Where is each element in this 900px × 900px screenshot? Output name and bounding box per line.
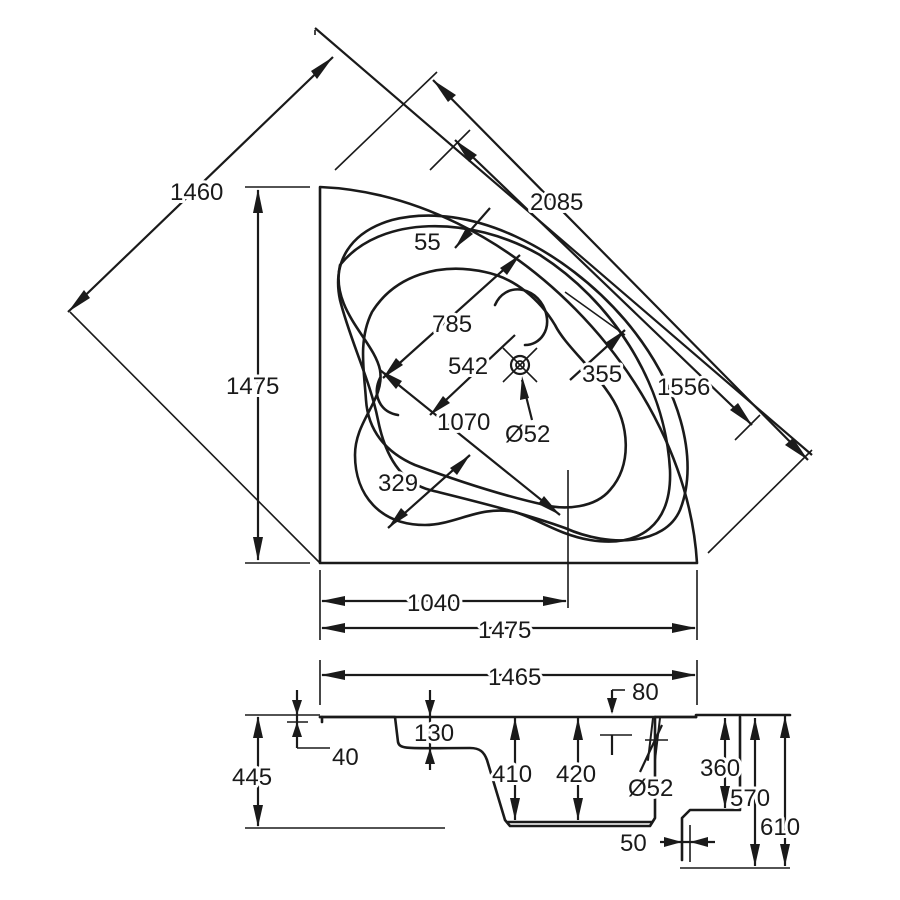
- label-1556: 1556: [657, 374, 710, 401]
- label-1465: 1465: [488, 664, 541, 691]
- label-drain-diameter: Ø52: [505, 421, 550, 448]
- dimension-570: [750, 718, 760, 866]
- dimension-80: [600, 689, 632, 755]
- drain-symbol: [502, 347, 538, 383]
- dimension-355: [564, 291, 626, 381]
- dimension-50: [660, 825, 715, 862]
- label-130: 130: [414, 720, 454, 747]
- rim-contour: [336, 214, 689, 542]
- basin-outline: [337, 224, 672, 543]
- tub-outline: [318, 185, 699, 565]
- dimension-410: [510, 718, 520, 820]
- label-1460: 1460: [170, 179, 223, 206]
- label-610: 610: [760, 814, 800, 841]
- label-1040: 1040: [407, 590, 460, 617]
- dimension-610: [780, 716, 790, 866]
- dimension-drain-leader: [520, 376, 534, 421]
- section-view: 1465 80 40 130 445 410 420 360 Ø52 570 6…: [229, 660, 803, 869]
- label-1475-vertical: 1475: [226, 373, 279, 400]
- dimension-55: [454, 207, 491, 249]
- armrest-left: [375, 376, 400, 417]
- dimension-130: [425, 690, 435, 770]
- dimension-overflow-leader: [639, 724, 663, 773]
- dimension-1475-horizontal: [321, 570, 698, 640]
- plan-view: 1460 2085 55 785 542 355 1556 1475 1070 …: [67, 27, 813, 647]
- label-542: 542: [448, 353, 488, 380]
- support-frame: [680, 713, 792, 862]
- label-80: 80: [632, 679, 659, 706]
- label-329: 329: [378, 470, 418, 497]
- dimension-1475-vertical: [245, 186, 310, 564]
- label-420: 420: [556, 761, 596, 788]
- dimension-1070: [379, 369, 561, 516]
- dimension-360: [720, 718, 730, 808]
- dimension-542: [429, 334, 516, 416]
- label-570: 570: [730, 785, 770, 812]
- label-40: 40: [332, 744, 359, 771]
- tub-section-profile: [318, 715, 657, 828]
- label-785: 785: [432, 311, 472, 338]
- label-overflow-diameter: Ø52: [628, 775, 673, 802]
- dimension-1040: [319, 470, 569, 640]
- basin-floor: [361, 267, 627, 509]
- label-355: 355: [582, 361, 622, 388]
- dimension-420: [573, 718, 583, 820]
- dimension-2085: [314, 27, 813, 554]
- label-50: 50: [620, 830, 647, 857]
- dimension-40: [287, 690, 330, 749]
- dimension-445: [245, 714, 445, 829]
- dimension-785: [382, 254, 521, 379]
- armrest-right: [493, 288, 549, 347]
- label-445: 445: [232, 764, 272, 791]
- label-55: 55: [414, 229, 441, 256]
- label-2085: 2085: [530, 189, 583, 216]
- label-410: 410: [492, 761, 532, 788]
- label-360: 360: [700, 755, 740, 782]
- label-1070: 1070: [437, 409, 490, 436]
- dimension-1465: [319, 660, 698, 705]
- dimension-1460: [67, 30, 334, 564]
- dimension-329: [387, 454, 471, 529]
- dimension-1556: [429, 129, 761, 441]
- label-1475-horizontal: 1475: [478, 617, 531, 644]
